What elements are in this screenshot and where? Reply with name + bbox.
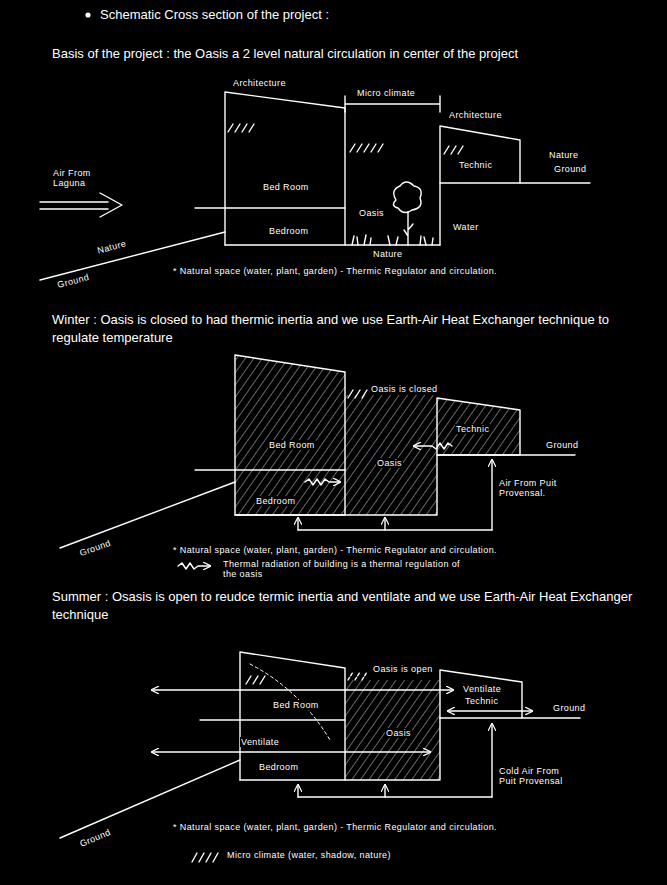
legend-text: Micro climate (water, shadow, nature) (226, 850, 392, 860)
oasis-label: Oasis is closed (370, 384, 439, 394)
room-label: Technic (455, 424, 490, 434)
winter-section-part (345, 395, 437, 515)
summer-section-part (440, 717, 580, 718)
ventilate-label: Ventilate (462, 684, 502, 694)
summer-section-part (250, 664, 330, 740)
winter-section-part (414, 443, 452, 449)
summer-section-part (240, 718, 440, 780)
winter-section-part (298, 529, 492, 530)
winter-section-part (297, 518, 298, 530)
basis-section-part (440, 126, 520, 183)
terrain-label: Ground (553, 164, 587, 174)
summer-section-part (200, 719, 345, 720)
winter-text: Winter : Oasis is closed to had thermic … (52, 311, 652, 346)
basis-section-part (40, 193, 122, 217)
basis-section-part (350, 144, 383, 152)
basis-section-part (444, 146, 463, 154)
summer-section-part (448, 710, 532, 711)
summer-section-part (297, 785, 298, 797)
terrain-label: Nature (548, 150, 579, 160)
basis-section-part (228, 124, 254, 132)
basis-section (40, 92, 590, 280)
winter-section (60, 355, 575, 548)
room-label: Bed Room (268, 440, 316, 450)
thermal-radiation-symbol (178, 563, 210, 569)
oasis-label: Oasis is open (372, 664, 434, 674)
winter-section-part (60, 482, 235, 548)
bullet (85, 12, 90, 17)
summer-section-part (298, 796, 492, 797)
summer-section-part (152, 751, 430, 752)
cross-section-sketch-part (40, 12, 590, 862)
terrain-label: Ground (77, 827, 113, 850)
section-label: Architecture (232, 78, 287, 88)
basis-section-part (352, 235, 433, 245)
heading-text: Schematic Cross section of the project : (100, 6, 329, 24)
summer-text: Summer : Osasis is open to reudce termic… (52, 588, 652, 623)
winter-section-part (437, 398, 520, 455)
room-label: Bed Room (272, 700, 320, 710)
ventilate-label: Ventilate (240, 737, 280, 747)
airflow-label: Air From Puit Provensal. (498, 478, 580, 499)
room-label: Technic (464, 696, 499, 706)
airflow-label: Air From Laguna (52, 168, 114, 189)
winter-section-part (348, 390, 367, 398)
basis-section-part (440, 183, 590, 245)
oasis-label: Oasis (385, 728, 412, 738)
basis-section-part (195, 207, 345, 208)
basis-section-part (393, 182, 421, 213)
winter-section-part (305, 479, 340, 485)
winter-section-part (235, 355, 345, 515)
summer-section-part (384, 785, 385, 797)
room-label: Technic (458, 160, 493, 170)
terrain-label: Nature (95, 238, 128, 256)
thermal-radiation-symbol-part (178, 563, 210, 569)
room-label: Bedroom (268, 226, 309, 236)
basis-section-part (225, 92, 345, 245)
terrain-label: Ground (552, 703, 586, 713)
summer-section-part (240, 652, 345, 780)
summer-section-part (345, 680, 440, 780)
intro-text: Basis of the project : the Oasis a 2 lev… (52, 45, 652, 63)
legend-text: Thermal radiation of building is a therm… (222, 559, 474, 580)
oasis-label: Oasis (358, 208, 385, 218)
terrain-label: Ground (545, 440, 579, 450)
winter-section-part (384, 518, 385, 530)
summer-section-part (246, 676, 265, 684)
summer-section-part (491, 724, 492, 797)
summer-section (60, 652, 580, 838)
water-label: Water (452, 222, 480, 232)
oasis-label: Oasis (376, 458, 403, 468)
terrain-label: Nature (372, 249, 403, 259)
room-label: Bed Room (262, 182, 310, 192)
micro-climate-hatch-symbol-part (192, 853, 218, 862)
summer-section-part (348, 672, 367, 680)
room-label: Bedroom (258, 762, 299, 772)
note-text: * Natural space (water, plant, garden) -… (172, 822, 498, 832)
winter-section-part (437, 454, 575, 455)
terrain-label: Ground (77, 537, 113, 558)
section-label: Architecture (448, 110, 503, 120)
room-label: Bedroom (255, 496, 296, 506)
airflow-label: Cold Air From Puit Provensal (498, 766, 580, 787)
micro-climate-hatch-symbol (192, 853, 218, 862)
winter-section-part (491, 460, 492, 530)
basis-section-part (345, 96, 440, 112)
note-text: * Natural space (water, plant, garden) -… (172, 545, 498, 555)
winter-section-part (235, 455, 437, 515)
basis-section-part (404, 212, 413, 245)
winter-section-part (195, 469, 345, 470)
summer-section-part (152, 689, 453, 690)
note-text: * Natural space (water, plant, garden) -… (172, 266, 498, 276)
dimension-label: Micro climate (356, 88, 416, 98)
